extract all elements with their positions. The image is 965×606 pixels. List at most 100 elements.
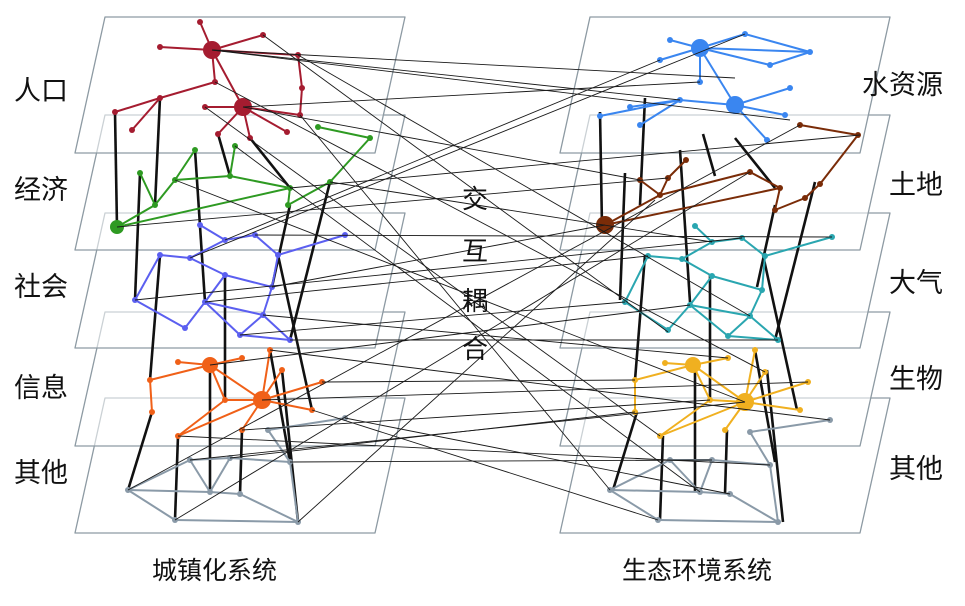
right-atmosphere-node-6: [709, 273, 715, 279]
coupling-link-16: [189, 33, 746, 259]
right-land-node-8: [772, 207, 778, 213]
right-water-node-12: [637, 122, 643, 128]
right-atmosphere-edge-4: [741, 237, 766, 257]
right-water-node-13: [787, 85, 793, 91]
left-society-edge-11: [262, 286, 273, 316]
left-society-node-5: [275, 252, 281, 258]
coupling-link-14: [329, 181, 713, 243]
left-society-edge-2: [189, 239, 226, 259]
right-land-edge-3: [659, 177, 669, 196]
right-atmosphere-edge-18: [764, 236, 833, 257]
left-vertical-link-14: [126, 411, 154, 491]
coupling-link-4: [242, 81, 701, 108]
left-information-edge-14: [177, 399, 226, 437]
right-land-edge-2: [639, 179, 661, 196]
right-vertical-link-3: [701, 133, 717, 177]
left-economy-edge-12: [116, 187, 291, 228]
left-economy-edge-9: [287, 181, 331, 206]
left-population-edge-8: [159, 81, 216, 99]
left-information-node-5: [239, 355, 245, 361]
right-atmosphere-edge-9: [689, 275, 713, 306]
coupling-link-32: [127, 124, 801, 491]
left-other-edge-5: [289, 461, 299, 523]
right-land-edge-7: [774, 187, 781, 211]
right-biology-node-4: [662, 360, 668, 366]
left-other-edge-8: [189, 459, 211, 493]
left-layer-label-information: 信息: [14, 373, 68, 404]
right-water-edge-9: [679, 99, 736, 106]
center-char-3: 耦: [462, 287, 489, 317]
right-other-edge-10: [729, 493, 779, 523]
right-atmosphere-edge-10: [689, 304, 751, 317]
left-information-node-6: [149, 409, 155, 415]
coupling-link-3: [211, 49, 791, 121]
left-information-edge-9: [261, 381, 323, 401]
right-atmosphere-edge-14: [689, 304, 729, 337]
right-other-edge-5: [769, 464, 779, 523]
right-other-edge-9: [699, 491, 731, 495]
coupling-link-37: [344, 417, 731, 495]
left-society-edge-18: [277, 234, 346, 256]
coupling-link-29: [241, 399, 711, 431]
coupling-link-19: [271, 224, 606, 288]
right-water-edge-8: [769, 51, 811, 66]
right-water-node-4: [807, 49, 813, 55]
left-other-edge-12: [267, 417, 346, 431]
right-atmosphere-edge-11: [749, 289, 763, 317]
left-other-edge-6: [174, 519, 299, 523]
right-other-edge-1: [609, 489, 659, 521]
left-society-edge-1: [159, 254, 191, 259]
left-population-edge-6: [211, 49, 244, 108]
right-atmosphere-node-5: [762, 253, 768, 259]
left-population-edge-9: [114, 97, 161, 113]
right-atmosphere-edge-6: [681, 258, 713, 277]
left-other-edge-10: [239, 493, 299, 523]
left-population-node-2: [157, 44, 163, 50]
right-other-edge-3: [699, 459, 713, 493]
right-water-edge-3: [699, 47, 811, 53]
coupling-link-20: [204, 255, 649, 303]
right-water-node-10: [627, 104, 633, 110]
coupling-link-21: [262, 314, 729, 359]
left-society-edge-9: [204, 274, 226, 303]
right-water-node-15: [764, 137, 770, 143]
right-vertical-link-8: [773, 181, 817, 341]
left-vertical-link-2: [153, 97, 162, 206]
coupling-link-12: [174, 179, 746, 403]
left-vertical-link-17: [268, 349, 292, 463]
left-information-edge-1: [149, 364, 211, 381]
right-other-edge-12: [749, 419, 831, 433]
left-society-node-6: [222, 272, 228, 278]
left-other-edge-7: [127, 459, 191, 491]
left-society-edge-5: [134, 254, 161, 301]
left-population-node-7: [157, 95, 163, 101]
left-vertical-link-1: [113, 111, 119, 228]
left-layer-label-society: 社会: [14, 272, 68, 303]
coupling-link-26: [261, 381, 809, 401]
right-water-edge-4: [699, 47, 771, 66]
left-society-edge-8: [271, 254, 279, 288]
left-information-node-9: [279, 367, 285, 373]
right-vertical-link-1: [598, 111, 604, 228]
right-atmosphere-node-15: [692, 223, 698, 229]
cross-system-links: [116, 33, 861, 523]
right-vertical-link-7: [755, 204, 777, 288]
left-society-edge-15: [239, 314, 264, 336]
coupling-link-8: [299, 114, 611, 491]
left-plane-1: [74, 16, 406, 154]
coupling-link-17: [224, 59, 661, 241]
right-biology-edge-9: [744, 381, 809, 403]
left-society-edge-13: [184, 301, 206, 329]
left-layer-label-population: 人口: [14, 76, 68, 107]
right-land-edge-9: [804, 183, 821, 199]
left-economy-edge-11: [317, 126, 371, 139]
left-society-edge-19: [199, 224, 226, 241]
right-atmosphere-edge-8: [761, 255, 766, 291]
coupling-link-7: [297, 54, 751, 317]
right-land-edge-6: [749, 171, 781, 189]
left-population-node-9: [129, 127, 135, 133]
left-economy-edge-3: [154, 179, 176, 206]
right-water-node-14: [782, 112, 788, 118]
right-biology-edge-1: [634, 364, 694, 381]
